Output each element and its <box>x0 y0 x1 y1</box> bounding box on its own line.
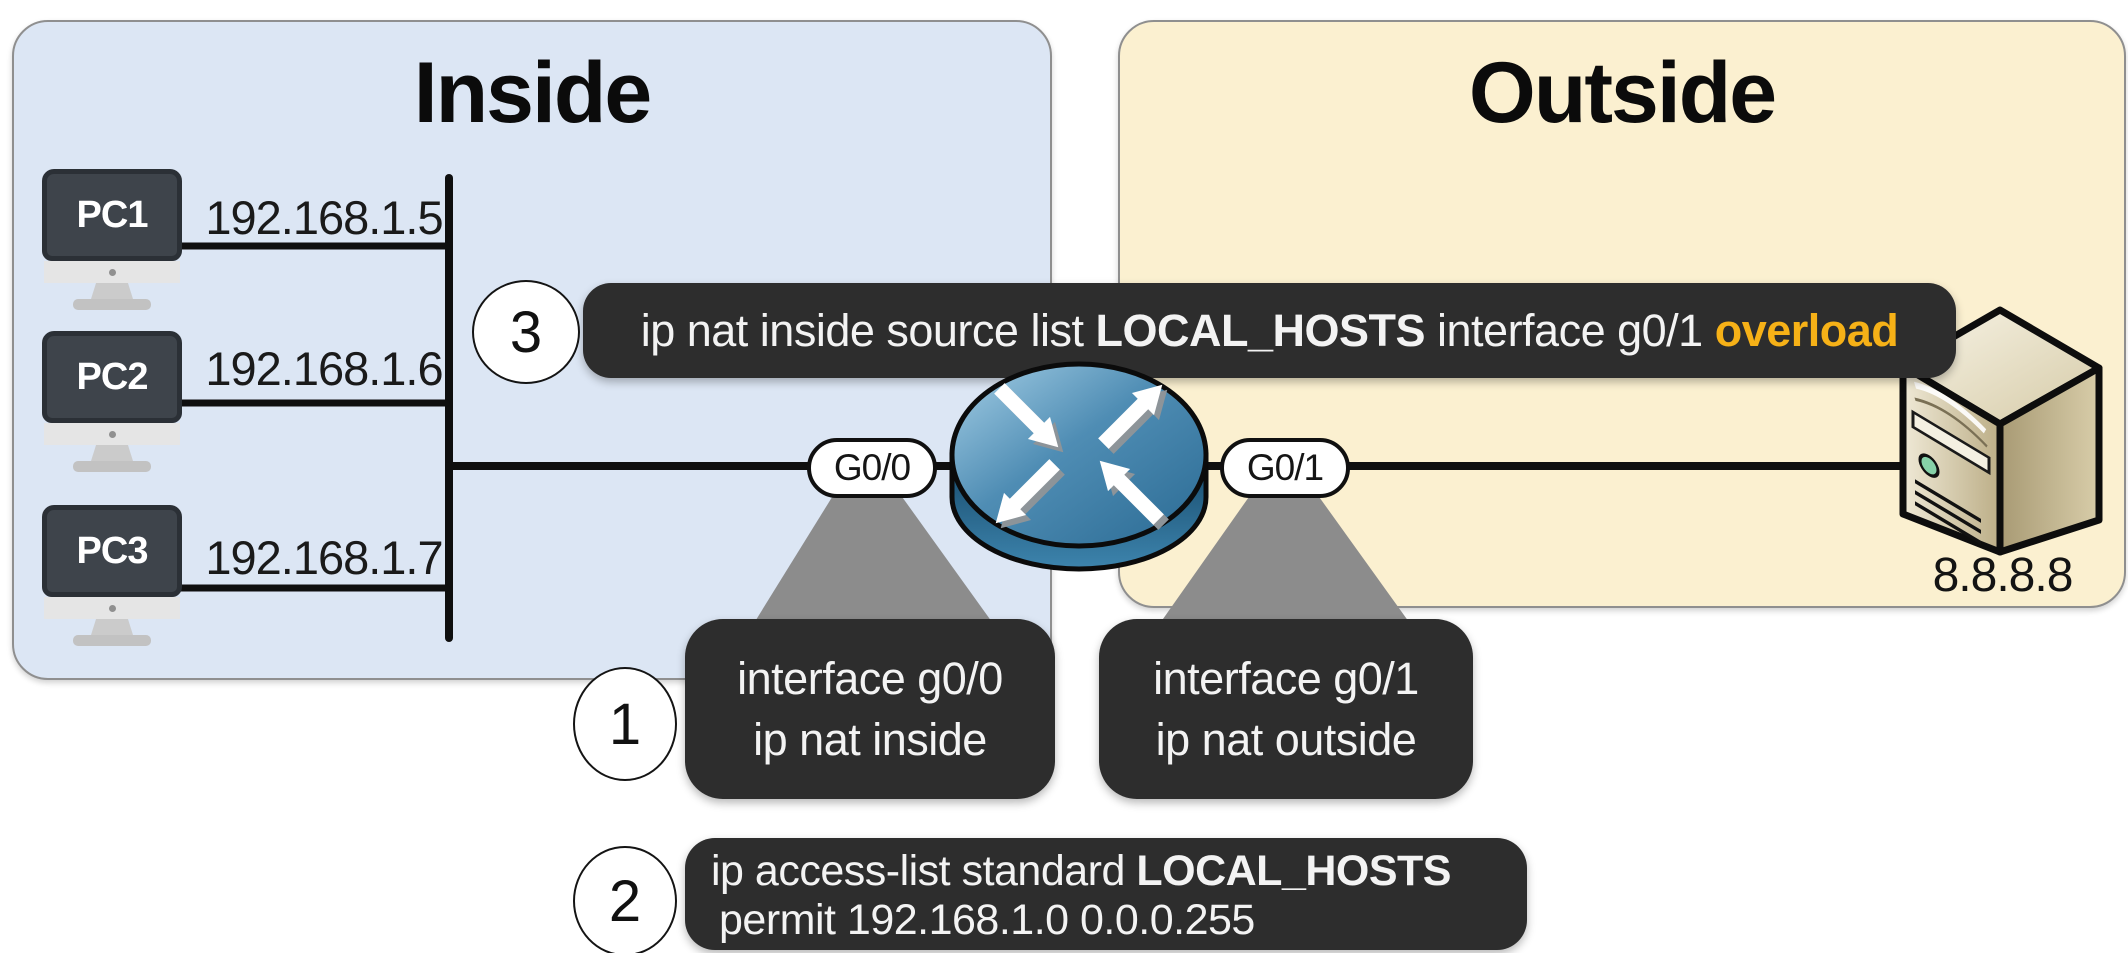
pc-stand-base <box>73 635 151 646</box>
pc-stand-base <box>73 299 151 310</box>
step-number-3: 3 <box>472 280 580 384</box>
pc-ip-label: 192.168.1.6 <box>205 342 443 395</box>
step-number-2: 2 <box>573 846 677 953</box>
command-text: ip access-list standard <box>711 847 1125 895</box>
pc-icon: PC1 <box>42 169 182 310</box>
pc-stand <box>91 619 133 635</box>
pc-monitor: PC1 <box>42 169 182 261</box>
overload-keyword: overload <box>1714 305 1899 356</box>
pointer-triangle-g01 <box>1151 494 1419 636</box>
permit-command-line: permit 192.168.1.0 0.0.0.255 <box>719 896 1255 944</box>
pc-label: PC3 <box>76 529 149 572</box>
pc-camera-dot <box>108 430 116 438</box>
pointer-triangle-g00 <box>746 494 1002 636</box>
inside-zone-title: Inside <box>413 45 653 141</box>
pc-icon: PC2 <box>42 331 182 472</box>
pc-camera-dot <box>108 268 116 276</box>
command-text: ip nat inside source list <box>640 305 1084 356</box>
step-number-1: 1 <box>573 667 677 781</box>
acl-command-line: ip access-list standard LOCAL_HOSTS <box>711 847 1527 896</box>
command-text: ip nat inside <box>753 714 987 765</box>
interface-label-g0-0: G0/0 <box>807 438 937 498</box>
acl-name: LOCAL_HOSTS <box>1095 305 1425 356</box>
command-text: interface g0/0 <box>737 653 1003 704</box>
pc-chin <box>44 423 180 445</box>
pc-chin <box>44 261 180 283</box>
pc-stand <box>91 445 133 461</box>
pc-ip-label: 192.168.1.5 <box>205 191 443 244</box>
server-ip-label: 8.8.8.8 <box>1932 549 2074 602</box>
pc-camera-dot <box>108 604 116 612</box>
command-text: ip nat outside <box>1155 714 1417 765</box>
server-led <box>1918 453 1940 478</box>
pc-chin <box>44 597 180 619</box>
nat-overload-command-callout: ip nat inside source list LOCAL_HOSTS in… <box>583 283 1956 378</box>
pc-monitor: PC3 <box>42 505 182 597</box>
command-text: interface g0/1 <box>1153 653 1419 704</box>
interface-label-g0-1: G0/1 <box>1220 438 1350 498</box>
interface-g00-config-callout: interface g0/0 ip nat inside <box>685 619 1055 799</box>
acl-name: LOCAL_HOSTS <box>1136 847 1451 895</box>
pc-label: PC2 <box>76 355 149 398</box>
command-text: interface g0/1 <box>1437 305 1703 356</box>
pc-ip-label: 192.168.1.7 <box>205 531 443 584</box>
pc-monitor: PC2 <box>42 331 182 423</box>
pc-stand-base <box>73 461 151 472</box>
outside-zone-title: Outside <box>1468 45 1777 141</box>
router-icon <box>949 361 1209 572</box>
pc-label: PC1 <box>76 193 149 236</box>
interface-g01-config-callout: interface g0/1 ip nat outside <box>1099 619 1473 799</box>
pc-icon: PC3 <box>42 505 182 646</box>
acl-config-callout: ip access-list standard LOCAL_HOSTS perm… <box>685 838 1527 950</box>
server-icon <box>1899 306 2103 556</box>
pc-stand <box>91 283 133 299</box>
